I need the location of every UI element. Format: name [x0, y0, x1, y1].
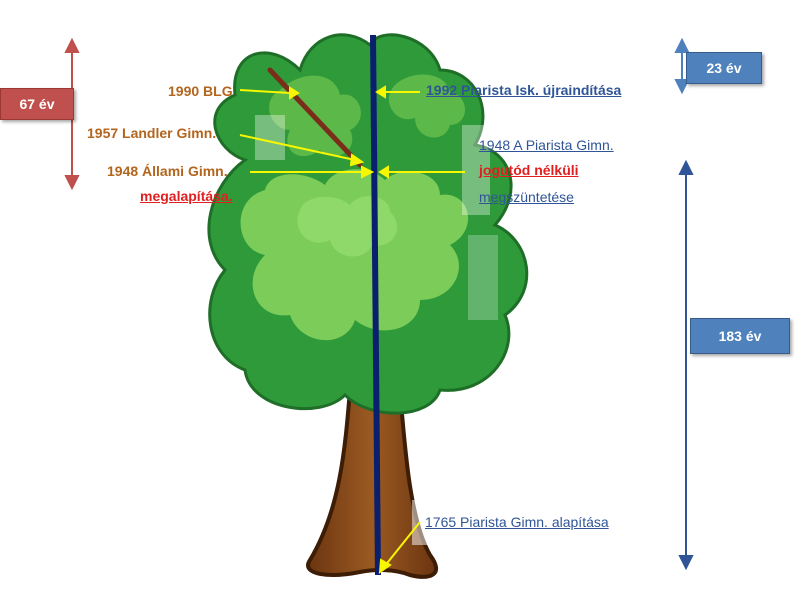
branch-line	[267, 67, 363, 168]
label-1957-landler: 1957 Landler Gimn.	[87, 125, 217, 141]
badge-67-years: 67 év	[0, 88, 74, 120]
label-1992-piarista: 1992 Piarista Isk. újraindítása	[426, 82, 622, 98]
label-megalapitasa: megalapítása.	[140, 188, 233, 204]
label-1765-piarista: 1765 Piarista Gimn. alapítása	[425, 514, 609, 530]
tree-foliage	[207, 33, 529, 545]
badge-183-years: 183 év	[690, 318, 790, 354]
span-arrow-23	[674, 37, 690, 95]
label-jogutod: jogutód nélküli	[479, 162, 579, 178]
label-1948-allami: 1948 Állami Gimn.	[107, 163, 228, 179]
label-1948-piarista: 1948 A Piarista Gimn.	[479, 137, 614, 153]
tree-trunk	[306, 388, 439, 579]
label-megszuntetese: megszüntetése	[479, 189, 574, 205]
pointer-lines	[239, 85, 465, 575]
label-1990-blg: 1990 BLG	[168, 83, 233, 99]
trunk-line	[370, 34, 381, 576]
badge-23-years: 23 év	[686, 52, 762, 84]
span-arrow-183	[678, 159, 694, 571]
